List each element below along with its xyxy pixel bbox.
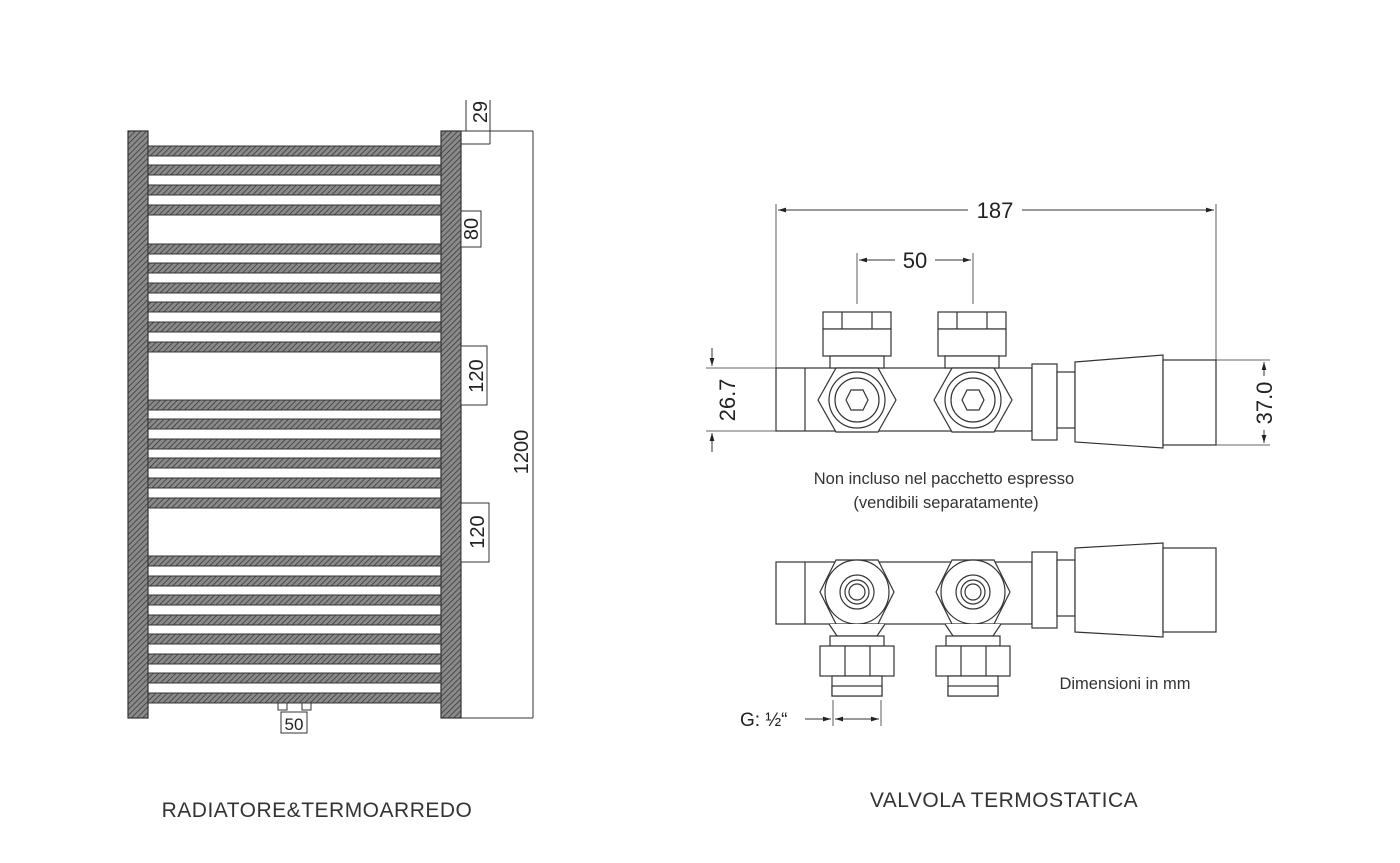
dim-connection: 50 [285, 715, 304, 734]
radiator-bar [147, 477, 442, 489]
radiator-bar [147, 204, 442, 216]
valve-coupling [1031, 363, 1058, 441]
radiator-bar [147, 341, 442, 353]
dim-top: 29 [470, 101, 492, 123]
dim-mid-gap-1-box [460, 345, 488, 406]
radiator-bar [147, 243, 442, 255]
dim-mid-gap-1: 120 [466, 359, 488, 392]
radiator-bar [147, 497, 442, 509]
radiator-bar [147, 418, 442, 430]
radiator-bar [147, 145, 442, 157]
valve-handle [1162, 359, 1217, 446]
radiator-bar [147, 594, 442, 606]
radiator-bar [147, 633, 442, 645]
thread-label: G: ½“ [740, 710, 788, 731]
units-note: Dimensioni in mm [1059, 675, 1190, 693]
radiator-bar [147, 575, 442, 587]
radiator-bar [147, 692, 442, 704]
dim-height: 1200 [511, 430, 533, 475]
radiator-bar [147, 321, 442, 333]
radiator-title: RADIATORE&TERMOARREDO [162, 799, 473, 822]
port-right [935, 559, 1011, 697]
dim-total-width: 187 [977, 198, 1014, 223]
dim-center-distance: 50 [903, 248, 927, 273]
radiator-drawing: 50 29 80 120 120 1200 RADIATORE&TERMOARR… [127, 100, 534, 822]
hex-nut-right [933, 367, 1013, 433]
radiator-bar [147, 457, 442, 469]
valve-cap-left [822, 311, 892, 369]
connection-pin-left [277, 702, 288, 711]
radiator-bar [147, 301, 442, 313]
valve-drawing-side: G: ½“ Dimensioni in mm [740, 542, 1217, 731]
dim-gap-box [460, 210, 482, 248]
connection-pin-right [301, 702, 312, 711]
radiator-bar [147, 282, 442, 294]
radiator-bar [147, 438, 442, 450]
radiator-right-post [440, 130, 462, 719]
port-left [819, 559, 895, 697]
radiator-bars [147, 145, 442, 704]
radiator-bar [147, 399, 442, 411]
dim-mid-gap-2-box [460, 502, 490, 563]
radiator-bar [147, 164, 442, 176]
valve-cap-right [937, 311, 1007, 369]
radiator-bar [147, 262, 442, 274]
valve-head [1074, 354, 1164, 449]
valve-title: VALVOLA TERMOSTATICA [870, 789, 1138, 812]
radiator-bar [147, 672, 442, 684]
radiator-bar [147, 614, 442, 626]
connection-dim-box [280, 711, 308, 734]
dim-right-height: 37.0 [1252, 382, 1277, 425]
note-line-2: (vendibili separatamente) [853, 494, 1038, 512]
valve-drawing-top: 187 50 [706, 198, 1277, 512]
radiator-bar [147, 653, 442, 665]
hex-nut-left [817, 367, 897, 433]
note-line-1: Non incluso nel pacchetto espresso [814, 470, 1075, 488]
dim-gap: 80 [461, 218, 483, 240]
radiator-bar [147, 555, 442, 567]
radiator-bar [147, 184, 442, 196]
dim-mid-gap-2: 120 [467, 515, 489, 548]
radiator-left-post [127, 130, 149, 719]
dim-left-height: 26.7 [715, 379, 740, 422]
